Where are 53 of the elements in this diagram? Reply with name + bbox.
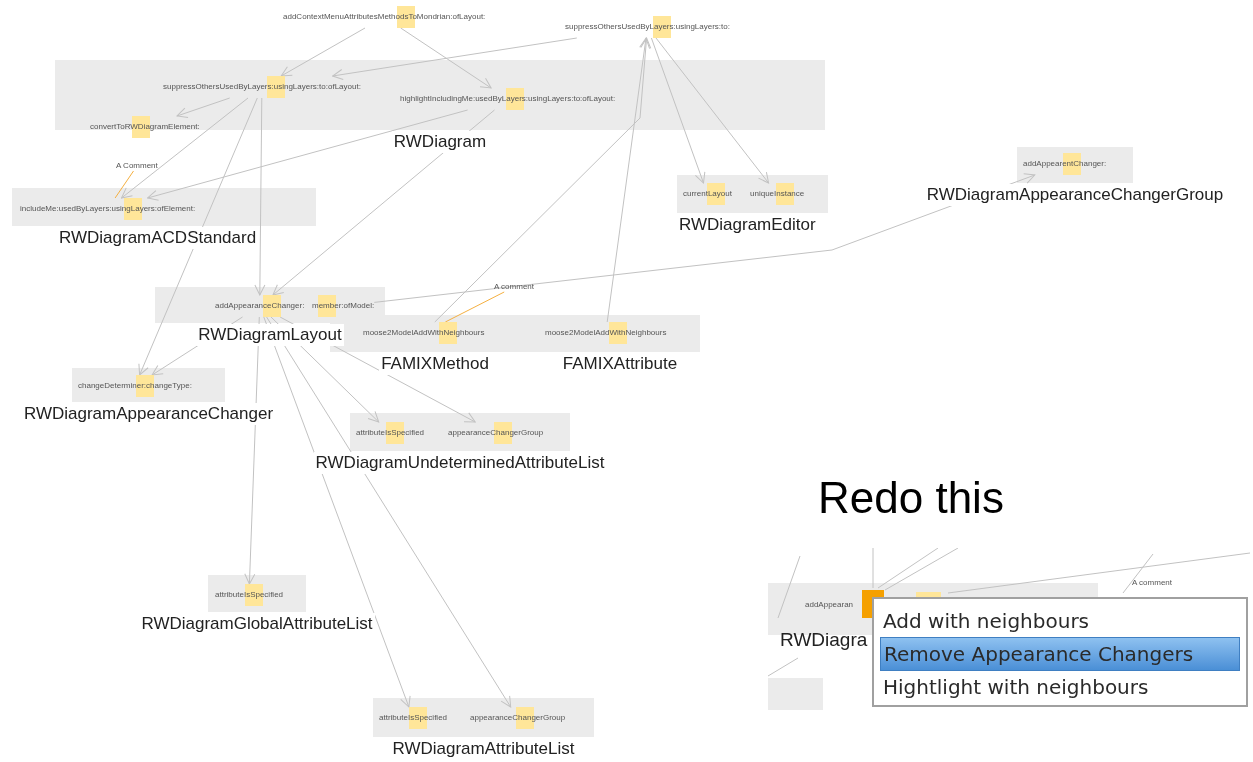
arrow (266, 316, 512, 708)
arrow (121, 97, 249, 199)
method-label: moose2ModelAddWithNeighbours (545, 322, 667, 344)
arrow (147, 109, 469, 201)
menu-item: Add with neighbours (882, 608, 1091, 635)
method-label: changeDeterminer:changeType: (78, 375, 192, 397)
class-name: RWDiagramACDStandard (57, 227, 259, 249)
arrow (280, 27, 366, 77)
class-name: RWDiagramGlobalAttributeList (139, 613, 375, 635)
arrow (606, 37, 651, 323)
arrow (434, 37, 652, 323)
comment-text: A Comment (116, 161, 158, 171)
method-label: addAppearentChanger: (1023, 153, 1107, 175)
arrow (176, 97, 231, 118)
comment-text: A comment (1132, 578, 1172, 588)
leader-line (114, 170, 134, 199)
arrow (373, 173, 1036, 303)
method-label: includeMe:usedByLayers:usingLayers:ofElement: (20, 198, 196, 220)
method-label: currentLayout (683, 183, 732, 205)
method-label: attributeIsSpecified (356, 422, 425, 444)
method-label: addAppearanceChanger: (215, 295, 305, 317)
comment-text: A comment (494, 282, 534, 292)
arrow (270, 316, 380, 423)
method-label: highlightIncludingMe:usedByLayers:usingLayers:to:ofLayout: (400, 88, 616, 110)
method-label: appearanceChangerGroup (448, 422, 544, 444)
arrow (332, 37, 578, 80)
method-label: appearanceChangerGroup (470, 707, 566, 729)
arrow (138, 97, 258, 376)
leader-line (444, 291, 505, 323)
arrow (650, 37, 706, 184)
method-label: attributeIsSpecified (215, 584, 284, 606)
class-name: RWDiagramLayout (196, 324, 344, 346)
arrow (279, 316, 476, 423)
class-name: RWDiagramUndeterminedAttributeList (313, 452, 607, 474)
method-label: convertToRWDiagramElement: (90, 116, 200, 138)
arrow (244, 316, 260, 585)
method-label: addAppearan (805, 600, 854, 610)
arrow (151, 316, 243, 376)
menu-item: Hightlight with neighbours (882, 674, 1150, 701)
method-label: uniqueInstance (750, 183, 805, 205)
method-label: member:ofModel: (312, 295, 375, 317)
arrow (263, 316, 411, 708)
arrow (272, 109, 495, 296)
heading-text: Redo this (818, 472, 1004, 524)
class-name: RWDiagra (780, 628, 868, 652)
highlighted-menu-item: Remove Appearance Changers (880, 637, 1240, 671)
arrow (254, 97, 266, 296)
method-label: attributeIsSpecified (379, 707, 448, 729)
arrow (400, 27, 492, 89)
arrow (655, 37, 770, 184)
method-label: moose2ModelAddWithNeighbours (363, 322, 485, 344)
class-name: RWDiagram (391, 131, 489, 153)
method-label: suppressOthersUsedByLayers:usingLayers:to:ofLayout: (163, 76, 361, 98)
